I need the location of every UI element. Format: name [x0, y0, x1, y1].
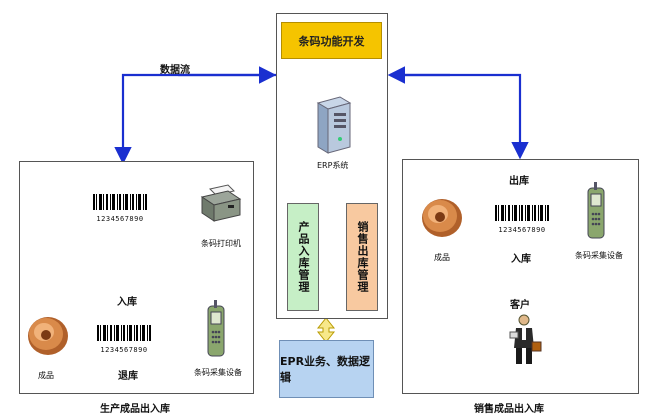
left-in-label: 入库 [117, 297, 137, 308]
double-arrow-center [316, 317, 336, 343]
right-in-label: 入库 [511, 254, 531, 265]
left-barcode-top: 1234567890 [92, 194, 148, 223]
left-scanner-label: 条码采集设备 [194, 368, 242, 377]
server-icon [316, 96, 352, 154]
customer-person-icon [509, 314, 542, 364]
scanner-phone-icon [587, 182, 605, 239]
erp-system-label: ERP系统 [317, 161, 349, 170]
barcode-number: 1234567890 [96, 215, 144, 223]
copper-coil-icon [422, 199, 462, 237]
right-out-label: 出库 [509, 176, 529, 187]
dataflow-left-connector [114, 73, 276, 165]
barcode-icon [93, 194, 147, 210]
dataflow-right-connector [390, 73, 529, 160]
left-out-label: 退库 [118, 371, 138, 382]
left-product-label: 成品 [38, 371, 54, 380]
barcode-number: 1234567890 [100, 346, 148, 354]
barcode-icon [97, 325, 151, 341]
printer-label: 条码打印机 [201, 239, 241, 248]
epr-logic-box: EPR业务、数据逻辑 [279, 340, 374, 398]
sales-out-label: 销售出库管理 [356, 221, 369, 293]
sales-out-box: 销售出库管理 [346, 203, 378, 311]
product-inout-box: 产品入库管理 [287, 203, 319, 311]
right-barcode: 1234567890 [494, 205, 550, 234]
right-scanner-label: 条码采集设备 [575, 251, 623, 260]
barcode-number: 1234567890 [498, 226, 546, 234]
scanner-phone-icon [207, 300, 225, 357]
customer-label: 客户 [510, 300, 530, 311]
printer-icon [200, 184, 242, 222]
barcode-icon [495, 205, 549, 221]
dataflow-label: 数据流 [160, 65, 190, 76]
right-panel-caption: 销售成品出入库 [474, 404, 544, 415]
copper-coil-icon [28, 317, 68, 355]
right-product-label: 成品 [434, 253, 450, 262]
barcode-dev-box: 条码功能开发 [281, 22, 382, 59]
left-panel-caption: 生产成品出入库 [100, 404, 170, 415]
left-barcode-bottom: 1234567890 [96, 325, 152, 354]
product-inout-label: 产品入库管理 [297, 221, 310, 293]
